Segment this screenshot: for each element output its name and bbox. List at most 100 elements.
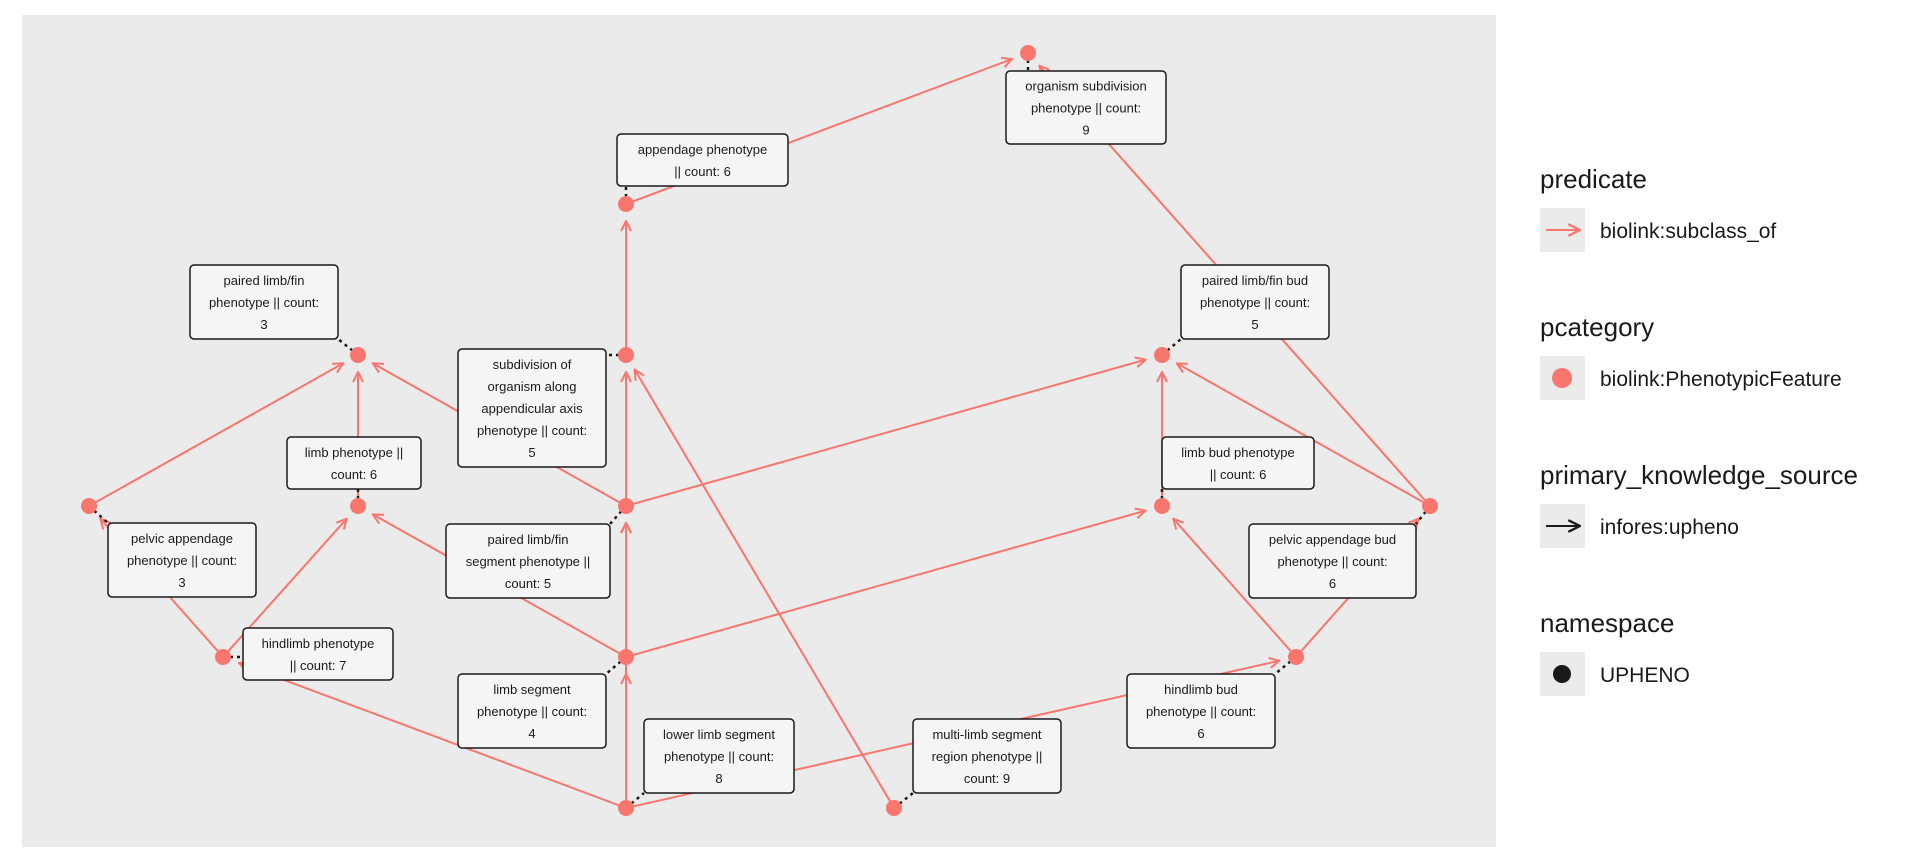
label-box <box>1161 436 1315 490</box>
node-label-limb-bud: limb bud phenotype || count: 6 <box>1161 436 1315 490</box>
edge-subclass-of <box>625 360 1146 507</box>
edge-subclass-of <box>635 370 895 809</box>
legend: predicate biolink:subclass_of pcategory … <box>1540 164 1858 696</box>
label-box <box>1126 673 1276 749</box>
node-limb-bud <box>1154 498 1170 514</box>
label-line: 5 <box>1251 317 1258 332</box>
edge-subclass-of <box>88 363 343 507</box>
label-line: 8 <box>715 771 722 786</box>
label-box <box>457 348 607 468</box>
label-line: count: 6 <box>331 467 377 482</box>
label-line: lower limb segment <box>663 727 775 742</box>
label-line: limb phenotype || <box>305 445 404 460</box>
node-multi-limb-segment <box>886 800 902 816</box>
legend-primary-knowledge-source: primary_knowledge_source infores:upheno <box>1540 460 1858 548</box>
node-organism-subdivision <box>1020 45 1036 61</box>
node-hindlimb <box>215 649 231 665</box>
label-line: 6 <box>1197 726 1204 741</box>
node-limb-segment <box>618 649 634 665</box>
label-line: appendage phenotype <box>638 142 767 157</box>
node-hindlimb-bud <box>1288 649 1304 665</box>
label-line: || count: 7 <box>290 658 347 673</box>
label-line: phenotype || count: <box>477 423 587 438</box>
label-line: count: 5 <box>505 576 551 591</box>
label-line: pelvic appendage <box>131 531 233 546</box>
node-pelvic-appendage <box>81 498 97 514</box>
namespace-dot-icon <box>1553 665 1571 683</box>
label-box <box>445 523 611 599</box>
label-line: phenotype || count: <box>477 704 587 719</box>
legend-predicate: predicate biolink:subclass_of <box>1540 164 1776 252</box>
label-connector <box>337 338 359 356</box>
phenotypic-feature-dot-icon <box>1552 368 1572 388</box>
label-line: hindlimb phenotype <box>262 636 375 651</box>
label-line: limb bud phenotype <box>1181 445 1294 460</box>
edge-subclass-of <box>1173 519 1297 658</box>
node-appendage <box>618 196 634 212</box>
label-line: phenotype || count: <box>1031 101 1141 116</box>
node-label-paired-limb-fin-segment: paired limb/fin segment phenotype || count… <box>445 523 611 599</box>
label-line: paired limb/fin <box>488 532 569 547</box>
label-box <box>286 436 422 490</box>
label-line: subdivision of <box>493 357 572 372</box>
label-box <box>912 718 1062 794</box>
label-line: 5 <box>528 445 535 460</box>
label-line: || count: 6 <box>1210 467 1267 482</box>
label-box <box>189 264 339 340</box>
legend-item-primary-knowledge-source: infores:upheno <box>1600 516 1739 539</box>
label-line: phenotype || count: <box>1200 295 1310 310</box>
label-line: pelvic appendage bud <box>1269 532 1396 547</box>
label-box <box>1248 523 1417 599</box>
label-line: paired limb/fin <box>224 273 305 288</box>
label-box <box>616 133 789 187</box>
node-paired-limb-fin-bud <box>1154 347 1170 363</box>
node-subdivision-appendicular <box>618 347 634 363</box>
label-line: 6 <box>1329 576 1336 591</box>
label-connector <box>88 505 109 524</box>
label-line: organism along <box>488 379 577 394</box>
legend-pcategory: pcategory biolink:PhenotypicFeature <box>1540 312 1842 400</box>
label-line: count: 9 <box>964 771 1010 786</box>
node-lower-limb-segment <box>618 800 634 816</box>
label-box <box>107 522 257 598</box>
legend-namespace: namespace UPHENO <box>1540 608 1690 696</box>
legend-title-namespace: namespace <box>1540 608 1674 638</box>
label-line: 9 <box>1082 123 1089 138</box>
node-limb <box>350 498 366 514</box>
label-line: appendicular axis <box>481 401 583 416</box>
node-label-multi-limb-segment: multi-limb segment region phenotype || cou… <box>912 718 1062 794</box>
label-line: segment phenotype || <box>466 554 591 569</box>
label-box <box>1005 70 1167 145</box>
label-box <box>457 673 607 749</box>
node-pelvic-appendage-bud <box>1422 498 1438 514</box>
node-label-hindlimb: hindlimb phenotype || count: 7 <box>242 627 394 681</box>
edge-subclass-of <box>1177 363 1431 507</box>
edge-subclass-of <box>239 663 627 809</box>
node-paired-limb-fin <box>350 347 366 363</box>
legend-item-pcategory: biolink:PhenotypicFeature <box>1600 368 1842 391</box>
nodes-layer <box>81 45 1438 816</box>
node-label-limb: limb phenotype || count: 6 <box>286 436 422 490</box>
edge-subclass-of <box>625 511 1146 658</box>
legend-title-pcategory: pcategory <box>1540 312 1654 342</box>
label-line: multi-limb segment <box>932 727 1041 742</box>
label-line: limb segment <box>493 682 571 697</box>
label-connector <box>1274 656 1297 675</box>
label-line: 4 <box>528 726 535 741</box>
node-paired-limb-fin-segment <box>618 498 634 514</box>
label-box <box>643 718 795 794</box>
node-label-subdivision-appendicular: subdivision of organism along appendicular… <box>457 348 607 468</box>
label-line: phenotype || count: <box>1146 704 1256 719</box>
legend-title-predicate: predicate <box>1540 164 1647 194</box>
label-box <box>1180 264 1330 340</box>
label-line: region phenotype || <box>932 749 1043 764</box>
